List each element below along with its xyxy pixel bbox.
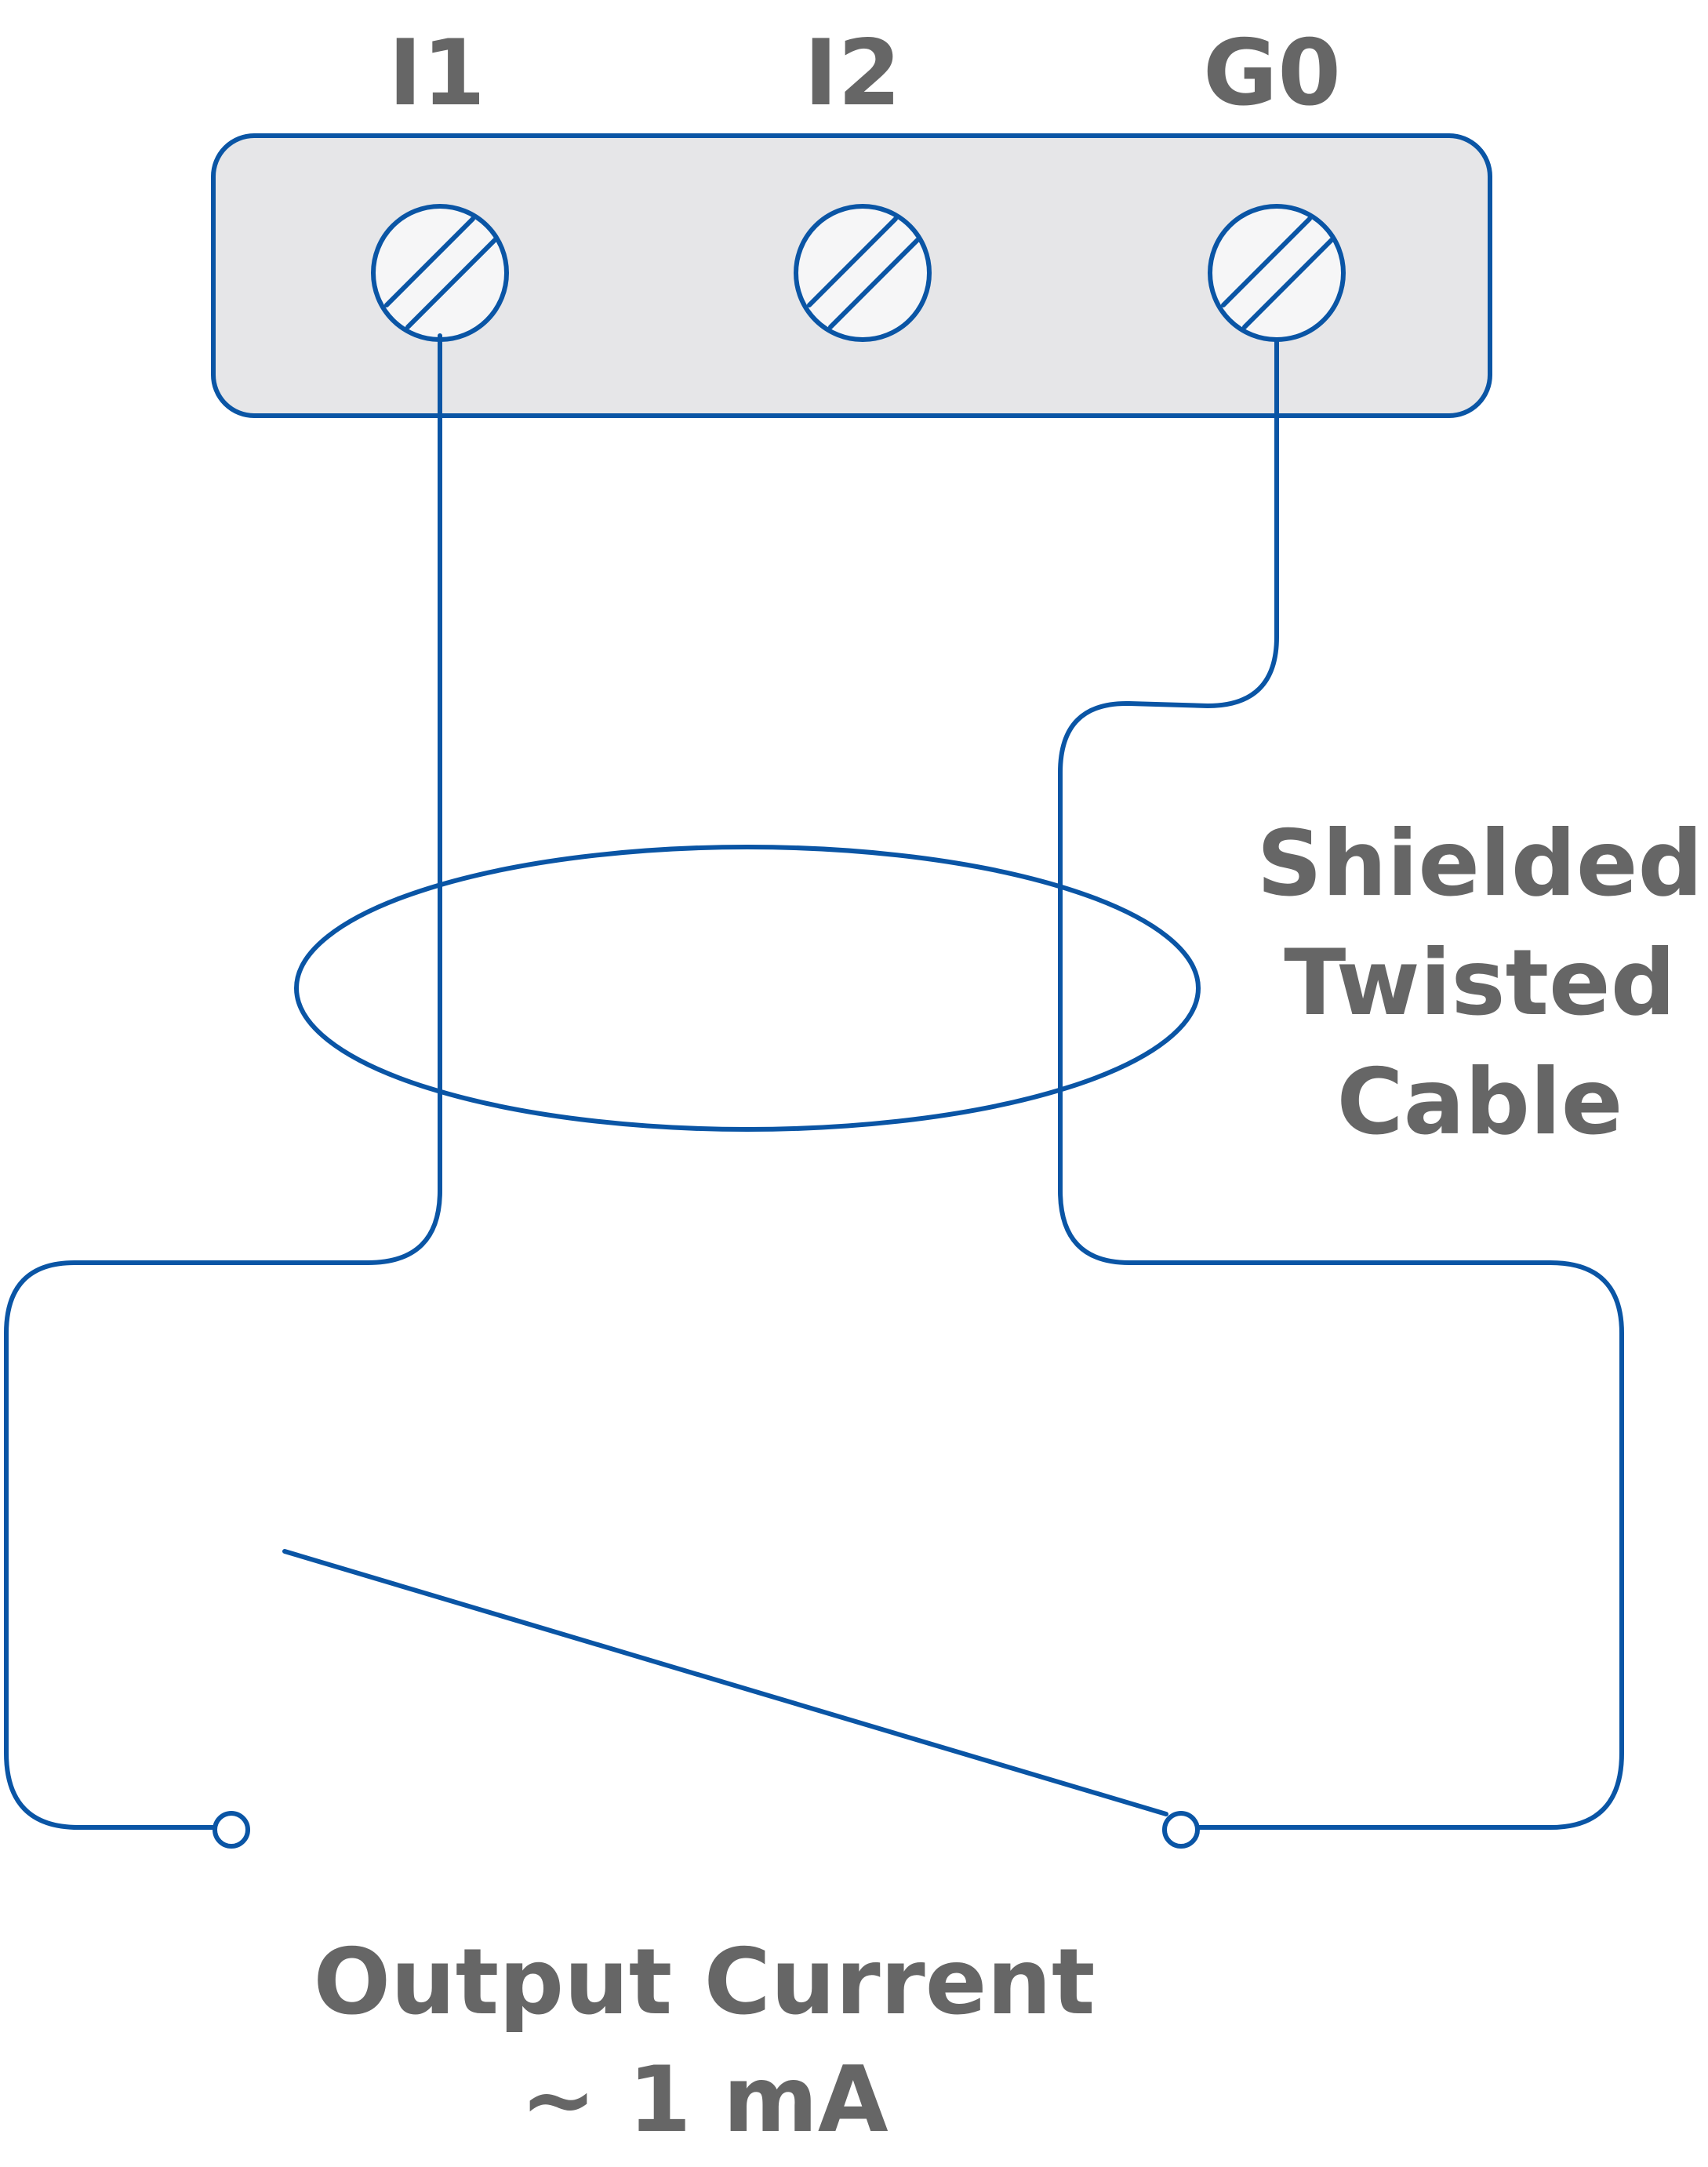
screw-slot-g0-a <box>1221 216 1312 307</box>
switch-blade <box>282 1549 1168 1816</box>
switch-contact-right <box>1162 1811 1200 1849</box>
screw-slot-i2-b <box>828 238 920 329</box>
cable-label-line1: Shielded <box>1256 811 1703 917</box>
cable-shield-ellipse <box>294 845 1201 1132</box>
screw-terminal-i2 <box>794 204 932 342</box>
terminal-label-i1: I1 <box>388 20 485 126</box>
cable-label-line2: Twisted <box>1284 930 1676 1036</box>
terminal-label-i2: I2 <box>804 20 901 126</box>
screw-terminal-i1 <box>371 204 509 342</box>
output-label-line2: ~ 1 mA <box>520 2047 889 2153</box>
screw-slot-i1-b <box>405 238 497 329</box>
switch-contact-left <box>213 1811 250 1849</box>
cable-label-line3: Cable <box>1337 1049 1623 1155</box>
screw-head-g0 <box>1208 204 1346 342</box>
screw-head-i2 <box>794 204 932 342</box>
wire-i1 <box>4 333 442 1830</box>
terminal-label-g0: G0 <box>1203 20 1341 126</box>
screw-slot-i2-a <box>807 216 898 307</box>
screw-head-i1 <box>371 204 509 342</box>
screw-slot-g0-b <box>1242 238 1334 329</box>
wire-g0 <box>1058 337 1624 1830</box>
screw-slot-i1-a <box>384 216 475 307</box>
output-label-line1: Output Current <box>314 1929 1096 2035</box>
screw-terminal-g0 <box>1208 204 1346 342</box>
